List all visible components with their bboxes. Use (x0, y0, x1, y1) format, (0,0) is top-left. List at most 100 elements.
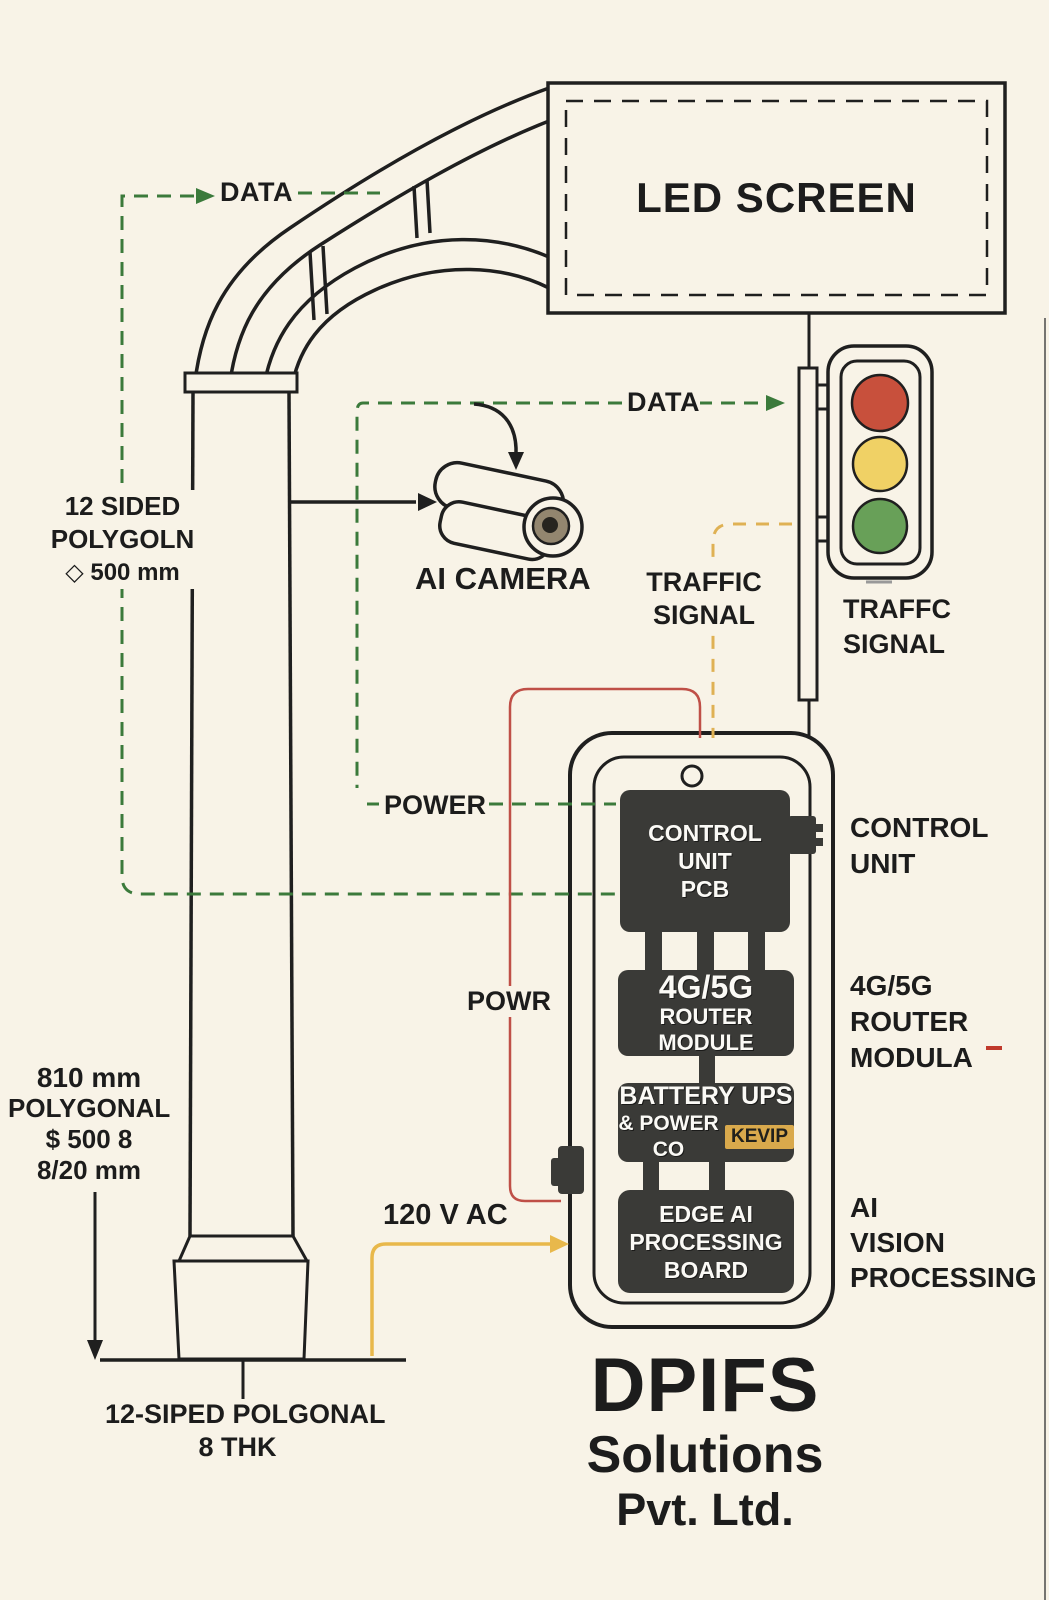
arm-strut-1 (308, 245, 329, 321)
powr-label: POWR (467, 986, 551, 1017)
brand-line3: Pvt. Ltd. (616, 1484, 794, 1535)
down-arrowhead (87, 1340, 103, 1360)
power-wire-red (508, 687, 702, 1203)
curved-arrow-to-camera (473, 402, 518, 452)
curved-arrowhead (508, 452, 524, 470)
power-label: POWER (384, 790, 487, 821)
battery-line2-row: & POWER CO KEVIP (618, 1111, 794, 1163)
control-unit-side-line2: UNIT (850, 848, 916, 879)
cabinet-keyhole (680, 764, 704, 788)
battery-line1: BATTERY UPS (619, 1082, 793, 1110)
control-unit-side-line1: CONTROL (850, 812, 989, 843)
edge-line1: EDGE AI (659, 1200, 753, 1227)
led-screen-title: LED SCREEN (636, 174, 917, 221)
voltage-label: 120 V AC (383, 1199, 508, 1232)
data-wire-camera (355, 401, 622, 788)
wires (120, 188, 1002, 1356)
router-line2: ROUTER MODULE (658, 1004, 754, 1055)
traffic-signal-right-line1: TRAFFC (843, 594, 951, 624)
ai-vision-line2: VISION (850, 1227, 945, 1258)
pcb-box (620, 790, 790, 932)
pole-note-lower-line2: POLYGONAL (8, 1093, 171, 1123)
brand-name: DPIFS (590, 1343, 820, 1428)
base-note-line2: 8 THK (198, 1432, 277, 1462)
data-arrowhead-signal (766, 395, 785, 411)
signal-green-light (851, 497, 909, 555)
pole-note-lower: 810 mm POLYGONAL $ 500 8 8/20 mm (8, 1062, 170, 1186)
router-line1: 4G/5G (658, 969, 754, 1005)
brand-line2: Solutions (586, 1426, 824, 1484)
gantry-arm (192, 86, 550, 393)
arm-strut-2 (412, 179, 432, 239)
ai-vision-line1: AI (850, 1192, 878, 1223)
battery-line2: & POWER CO (618, 1112, 719, 1161)
edge-ai-box (618, 1190, 794, 1293)
control-unit-side-label: CONTROL UNIT (850, 810, 988, 882)
vac-arrowhead (550, 1235, 569, 1253)
ai-vision-line3: PROCESSING (850, 1262, 1037, 1293)
led-screen-frame (546, 81, 1007, 315)
pole-note-upper-line3: ◇ 500 mm (65, 559, 180, 586)
signal-housing-inner (839, 359, 922, 566)
led-screen: LED SCREEN (548, 83, 1005, 313)
pole-note-upper: 12 SIDED POLYGOLN ◇ 500 mm (40, 490, 205, 589)
pole-note-lower-line3: $ 500 8 (45, 1124, 133, 1154)
pole-flange (183, 371, 299, 394)
router-side-line1: 4G/5G (850, 970, 933, 1001)
router-box-text: 4G/5G ROUTER MODULE (618, 970, 794, 1056)
data-arrowhead-top (196, 188, 215, 204)
brand-block: DPIFS Solutions Pvt. Ltd. (530, 1346, 880, 1536)
traffic-signal-label-left: TRAFFIC SIGNAL (640, 566, 768, 632)
pcb-box-text: CONTROL UNIT PCB (620, 790, 790, 932)
camera-lens-center (542, 517, 558, 533)
pcb-side-connector (788, 816, 823, 854)
pole-note-lower-line1: 810 mm (36, 1062, 142, 1093)
base-note-line1: 12-SIPED POLGONAL (105, 1399, 386, 1429)
edge-ai-box-text: EDGE AI PROCESSING BOARD (618, 1190, 794, 1293)
battery-badge: KEVIP (724, 1125, 794, 1149)
pole-right-edge (287, 391, 295, 1237)
pole-note-lower-line4: 8/20 mm (36, 1155, 142, 1185)
signal-wire-yellow (711, 522, 792, 738)
ai-camera-illustration (433, 460, 584, 562)
data-label-camera: DATA (627, 387, 700, 418)
base-note: 12-SIPED POLGONAL 8 THK (105, 1398, 386, 1464)
data-wire-top-left (120, 194, 616, 896)
arm-chord-outer-top (192, 86, 550, 391)
pole-note-upper-line2: POLYGOLN (50, 524, 195, 554)
router-side-label: 4G/5G ROUTER MODULA (850, 968, 973, 1076)
edge-line3: BOARD (663, 1256, 749, 1283)
traffic-signal-right-line2: SIGNAL (843, 629, 946, 659)
modula-red-dash (986, 1046, 1002, 1050)
traffic-signal (797, 344, 934, 702)
ai-camera-label: AI CAMERA (415, 561, 591, 596)
edge-line2: PROCESSING (629, 1228, 783, 1255)
signal-amber-light (851, 435, 909, 493)
traffic-signal-left-line1: TRAFFIC (646, 567, 762, 597)
led-screen-inner-dashed (564, 99, 989, 297)
router-box (618, 970, 794, 1056)
power-wire-120vac (370, 1242, 550, 1356)
pole-base-block (172, 1259, 310, 1361)
arm-chord-outer-bottom (289, 267, 550, 393)
pole-base-transition (176, 1234, 310, 1263)
height-dimension-arrow (87, 1192, 103, 1360)
traffic-signal-left-line2: SIGNAL (652, 600, 755, 630)
cabinet-inner (592, 755, 812, 1305)
pcb-line2: PCB (680, 876, 730, 902)
data-label-top: DATA (220, 177, 293, 208)
pcb-line1: CONTROL UNIT (648, 820, 762, 874)
router-side-line3: MODULA (850, 1042, 973, 1073)
traffic-signal-label-right: TRAFFC SIGNAL (843, 592, 951, 662)
board-stems (643, 926, 765, 1194)
pole-note-upper-line1: 12 SIDED (64, 491, 181, 521)
ai-vision-side-label: AI VISION PROCESSING (850, 1190, 1037, 1295)
camera-arrowhead (418, 493, 437, 511)
signal-red-light (850, 373, 910, 433)
battery-box-text: BATTERY UPS & POWER CO KEVIP (618, 1082, 794, 1163)
router-side-line2: ROUTER (850, 1006, 969, 1037)
cabinet-left-connector (551, 1146, 584, 1194)
arm-chord-inner-top (227, 119, 550, 391)
signal-bracket (797, 366, 819, 702)
